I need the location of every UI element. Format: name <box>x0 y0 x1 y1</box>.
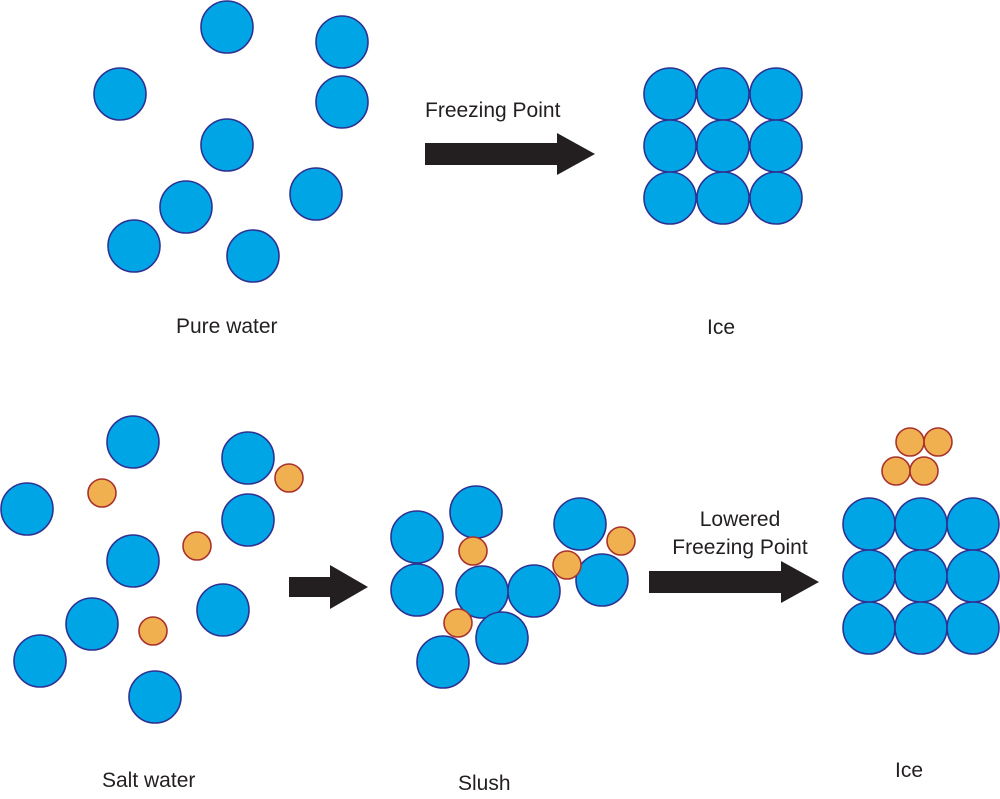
water-molecule <box>315 15 369 69</box>
ice-molecule <box>643 67 697 121</box>
ice-molecule <box>946 549 1000 603</box>
ice-lattice-bottom <box>842 427 1000 655</box>
water-molecule <box>449 485 503 539</box>
water-molecule <box>200 0 254 54</box>
salt-water-caption: Salt water <box>102 769 196 792</box>
ice-molecule <box>696 67 750 121</box>
water-molecule <box>200 118 254 172</box>
ice-molecule <box>749 67 803 121</box>
lowered-label: Lowered <box>699 508 781 531</box>
water-molecule <box>315 75 369 129</box>
water-molecule <box>226 229 280 283</box>
water-molecule <box>221 493 275 547</box>
salt-ion <box>138 616 168 646</box>
freezing-arrow-top <box>425 133 595 175</box>
ice-molecule <box>946 497 1000 551</box>
water-molecule <box>507 564 561 618</box>
ice-molecule <box>842 497 896 551</box>
water-molecule <box>289 167 343 221</box>
salt-water-molecules <box>0 415 304 724</box>
arrows <box>289 133 819 609</box>
freezing-point-label: Freezing Point <box>425 99 561 122</box>
ice-lattice-top <box>643 67 803 225</box>
ice-molecule <box>643 171 697 225</box>
ice-molecule <box>946 601 1000 655</box>
lowered-freezing-point-label: Freezing Point <box>672 536 808 559</box>
ice-caption-top: Ice <box>707 316 736 339</box>
water-molecule <box>93 67 147 121</box>
water-molecule <box>196 583 250 637</box>
water-molecule <box>475 611 529 665</box>
ice-molecule <box>696 119 750 173</box>
salt-ion <box>552 550 582 580</box>
salt-ion <box>274 463 304 493</box>
salt-ion <box>443 608 473 638</box>
water-molecule <box>159 180 213 234</box>
ice-caption-bottom: Ice <box>895 759 924 782</box>
ice-molecule <box>643 119 697 173</box>
water-molecule <box>0 482 54 536</box>
ice-molecule <box>696 171 750 225</box>
ice-molecule <box>894 601 948 655</box>
salt-ion <box>923 427 953 457</box>
water-molecule <box>390 510 444 564</box>
salt-ion <box>895 427 925 457</box>
water-molecule <box>128 670 182 724</box>
lowered-freezing-arrow <box>649 561 819 603</box>
water-molecule <box>106 534 160 588</box>
salt-ion <box>881 456 911 486</box>
ice-molecule <box>842 601 896 655</box>
water-molecule <box>13 634 67 688</box>
water-molecule <box>106 415 160 469</box>
pure-water-molecules <box>93 0 369 283</box>
salt-ion <box>458 536 488 566</box>
salt-ion <box>87 478 117 508</box>
water-molecule <box>416 635 470 689</box>
ice-molecule <box>749 119 803 173</box>
ice-molecule <box>842 549 896 603</box>
pure-water-caption: Pure water <box>176 315 278 338</box>
water-molecule <box>65 597 119 651</box>
water-molecule <box>575 553 629 607</box>
slush-molecules <box>390 485 636 689</box>
arrow-salt-to-slush <box>289 565 368 609</box>
ice-molecule <box>749 171 803 225</box>
salt-ion <box>606 526 636 556</box>
water-molecule <box>221 431 275 485</box>
water-molecule <box>553 497 607 551</box>
salt-ion <box>909 456 939 486</box>
ice-molecule <box>894 497 948 551</box>
water-molecule <box>390 563 444 617</box>
slush-caption: Slush <box>458 772 511 795</box>
salt-ion <box>182 531 212 561</box>
water-molecule <box>107 219 161 273</box>
ice-molecule <box>894 549 948 603</box>
